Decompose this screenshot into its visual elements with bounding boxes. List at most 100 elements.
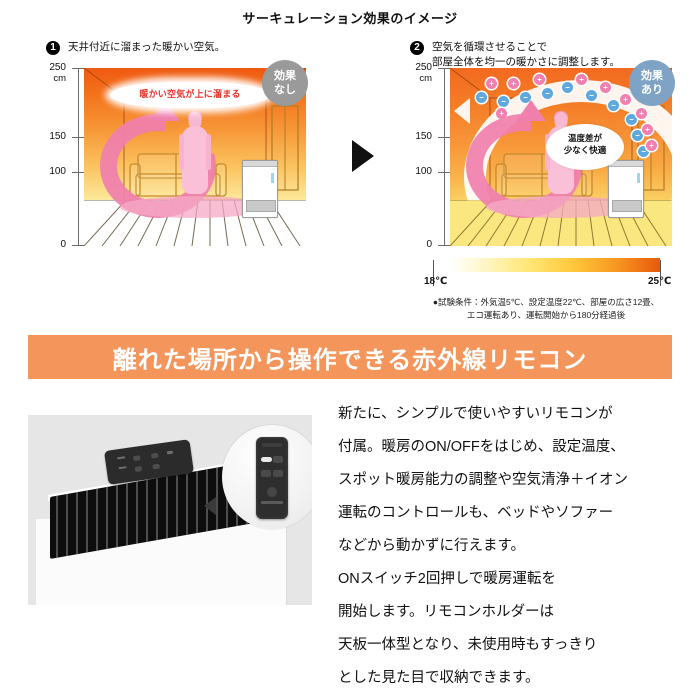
temperature-max-label: 25℃ — [648, 276, 672, 287]
ion-positive: + — [636, 108, 647, 119]
remote-feature-section: 離れた場所から操作できる赤外線リモコン — [0, 330, 700, 700]
ion-negative: − — [638, 146, 649, 157]
remote-power-button — [267, 487, 277, 497]
floor-airflow — [486, 196, 636, 218]
room-illustration-no-effect: 暖かい空気が上に溜まる — [84, 68, 306, 246]
axis-unit: cm — [53, 73, 66, 84]
ion-negative: − — [476, 92, 487, 103]
effect-badge-none: 効果 なし — [262, 60, 308, 106]
temperature-legend — [433, 258, 661, 286]
body-line-1: 新たに、シンプルで使いやすいリモコンが — [338, 406, 613, 422]
ion-positive: + — [496, 108, 507, 119]
ion-positive: + — [508, 78, 519, 89]
axis-line — [444, 68, 445, 246]
remote-closeup-inset — [222, 425, 312, 529]
panel-number-badge: 1 — [46, 41, 60, 55]
person-arm-right — [206, 134, 211, 170]
ion-positive: + — [534, 74, 545, 85]
flow-arrow-head — [516, 100, 546, 121]
axis-label-0: 0 — [426, 239, 432, 250]
remote-button-top-right — [273, 456, 283, 463]
axis-tick-150 — [72, 137, 84, 138]
panel-caption-line1: 空気を循環させることで — [432, 41, 548, 53]
body-line-8: 天板一体型となり、未使用時もすっきり — [338, 637, 598, 653]
heater-top-panel — [243, 161, 277, 167]
grille-slat — [116, 485, 118, 548]
remote-button — [133, 455, 141, 462]
person-head — [554, 112, 568, 129]
feature-body-copy: 新たに、シンプルで使いやすいリモコンが 付属。暖房のON/OFFをはじめ、設定温… — [338, 398, 694, 695]
comfort-bubble-shape — [546, 124, 624, 170]
body-line-5: などから動かずに行えます。 — [338, 538, 526, 554]
circulation-diagram-section: サーキュレーション効果のイメージ 1 天井付近に溜まった暖かい空気。 250 c… — [0, 0, 700, 330]
axis-line — [78, 68, 79, 246]
panel-caption: 空気を循環させることで 部屋全体を均一の暖かさに調整します。 — [432, 40, 620, 70]
comfort-bubble-line1: 温度差が — [567, 133, 602, 143]
grille-slat — [146, 479, 148, 543]
zoom-pointer-icon — [204, 497, 216, 515]
panel-caption-line2: 部屋全体を均一の暖かさに調整します。 — [432, 56, 620, 68]
grille-slat — [166, 476, 168, 539]
heater-top-panel — [609, 161, 643, 167]
axis-label-100: 100 — [49, 166, 66, 177]
grille-slat — [216, 467, 218, 530]
temperature-tick-min — [433, 260, 434, 286]
axis-label-150: 150 — [49, 131, 66, 142]
panel-caption-line1: 天井付近に溜まった暖かい空気。 — [68, 41, 226, 53]
grille-slat — [106, 486, 108, 550]
axis-label-0: 0 — [60, 239, 66, 250]
grille-slat — [56, 495, 58, 558]
height-axis-right: 250 cm 150 100 0 — [388, 62, 450, 252]
axis-tick-100 — [72, 172, 84, 173]
body-line-3: スポット暖房能力の調整や空気清浄＋イオン — [338, 472, 628, 488]
person-arm-left — [179, 134, 184, 170]
grille-slat — [76, 492, 78, 555]
grille-slat — [136, 481, 138, 544]
effect-badge-none-line1: 効果 — [274, 70, 296, 82]
section-title: サーキュレーション効果のイメージ — [242, 11, 458, 26]
heater-unit — [608, 160, 644, 218]
room-illustration-with-effect: + − − + − + − + − + − + − + − + − — [450, 68, 672, 246]
ion-negative: − — [586, 90, 597, 101]
axis-tick-150 — [438, 137, 450, 138]
axis-tick-0 — [72, 245, 84, 246]
effect-badge-yes: 効果 あり — [629, 60, 675, 106]
height-axis-left: 250 cm 150 100 0 — [22, 62, 84, 252]
comfort-bubble-line2: 少なく快適 — [563, 145, 607, 155]
axis-label-250: 250 cm — [415, 62, 432, 84]
product-photo — [28, 415, 312, 605]
body-line-6: ONスイッチ2回押しで暖房運転を — [338, 571, 556, 587]
temperature-tick-max — [660, 260, 661, 286]
remote-label — [166, 450, 174, 455]
axis-tick-100 — [438, 172, 450, 173]
heater-unit — [242, 160, 278, 218]
ion-positive: + — [646, 140, 657, 151]
person-body — [182, 126, 208, 194]
axis-label-150: 150 — [415, 131, 432, 142]
heater-indicator — [271, 173, 275, 184]
ion-positive: + — [486, 78, 497, 89]
test-conditions-note: ●試験条件：外気温5℃、設定温度22℃、部屋の広さ12畳、 エコ運転あり、運転開… — [392, 296, 700, 322]
person-figure — [179, 111, 211, 208]
ion-positive: + — [576, 74, 587, 85]
axis-unit: cm — [419, 73, 432, 84]
comfort-bubble-text: 温度差が 少なく快適 — [546, 132, 624, 156]
body-line-9: とした見た目で収納できます。 — [338, 670, 540, 686]
axis-tick-250 — [438, 68, 450, 69]
heater-vent — [245, 199, 277, 212]
floor-airflow — [120, 196, 270, 218]
axis-label-100: 100 — [415, 166, 432, 177]
body-line-4: 運転のコントロールも、ベッドやソファー — [338, 505, 614, 521]
grille-slat — [196, 470, 198, 534]
body-line-2: 付属。暖房のON/OFFをはじめ、設定温度、 — [338, 439, 625, 455]
heater-vent — [611, 199, 643, 212]
ion-negative: − — [626, 114, 637, 125]
ion-negative: − — [608, 100, 619, 111]
test-conditions-line2: エコ運転あり、運転開始から180分経過後 — [466, 310, 626, 320]
ion-negative: − — [520, 92, 531, 103]
warm-air-banner-text: 暖かい空気が上に溜まる — [139, 89, 241, 99]
heater-indicator — [637, 173, 641, 184]
test-conditions-line1: ●試験条件：外気温5℃、設定温度22℃、部屋の広さ12畳、 — [432, 297, 660, 307]
body-line-7: 開始します。リモコンホルダーは — [338, 604, 555, 620]
grille-slat — [86, 490, 88, 553]
